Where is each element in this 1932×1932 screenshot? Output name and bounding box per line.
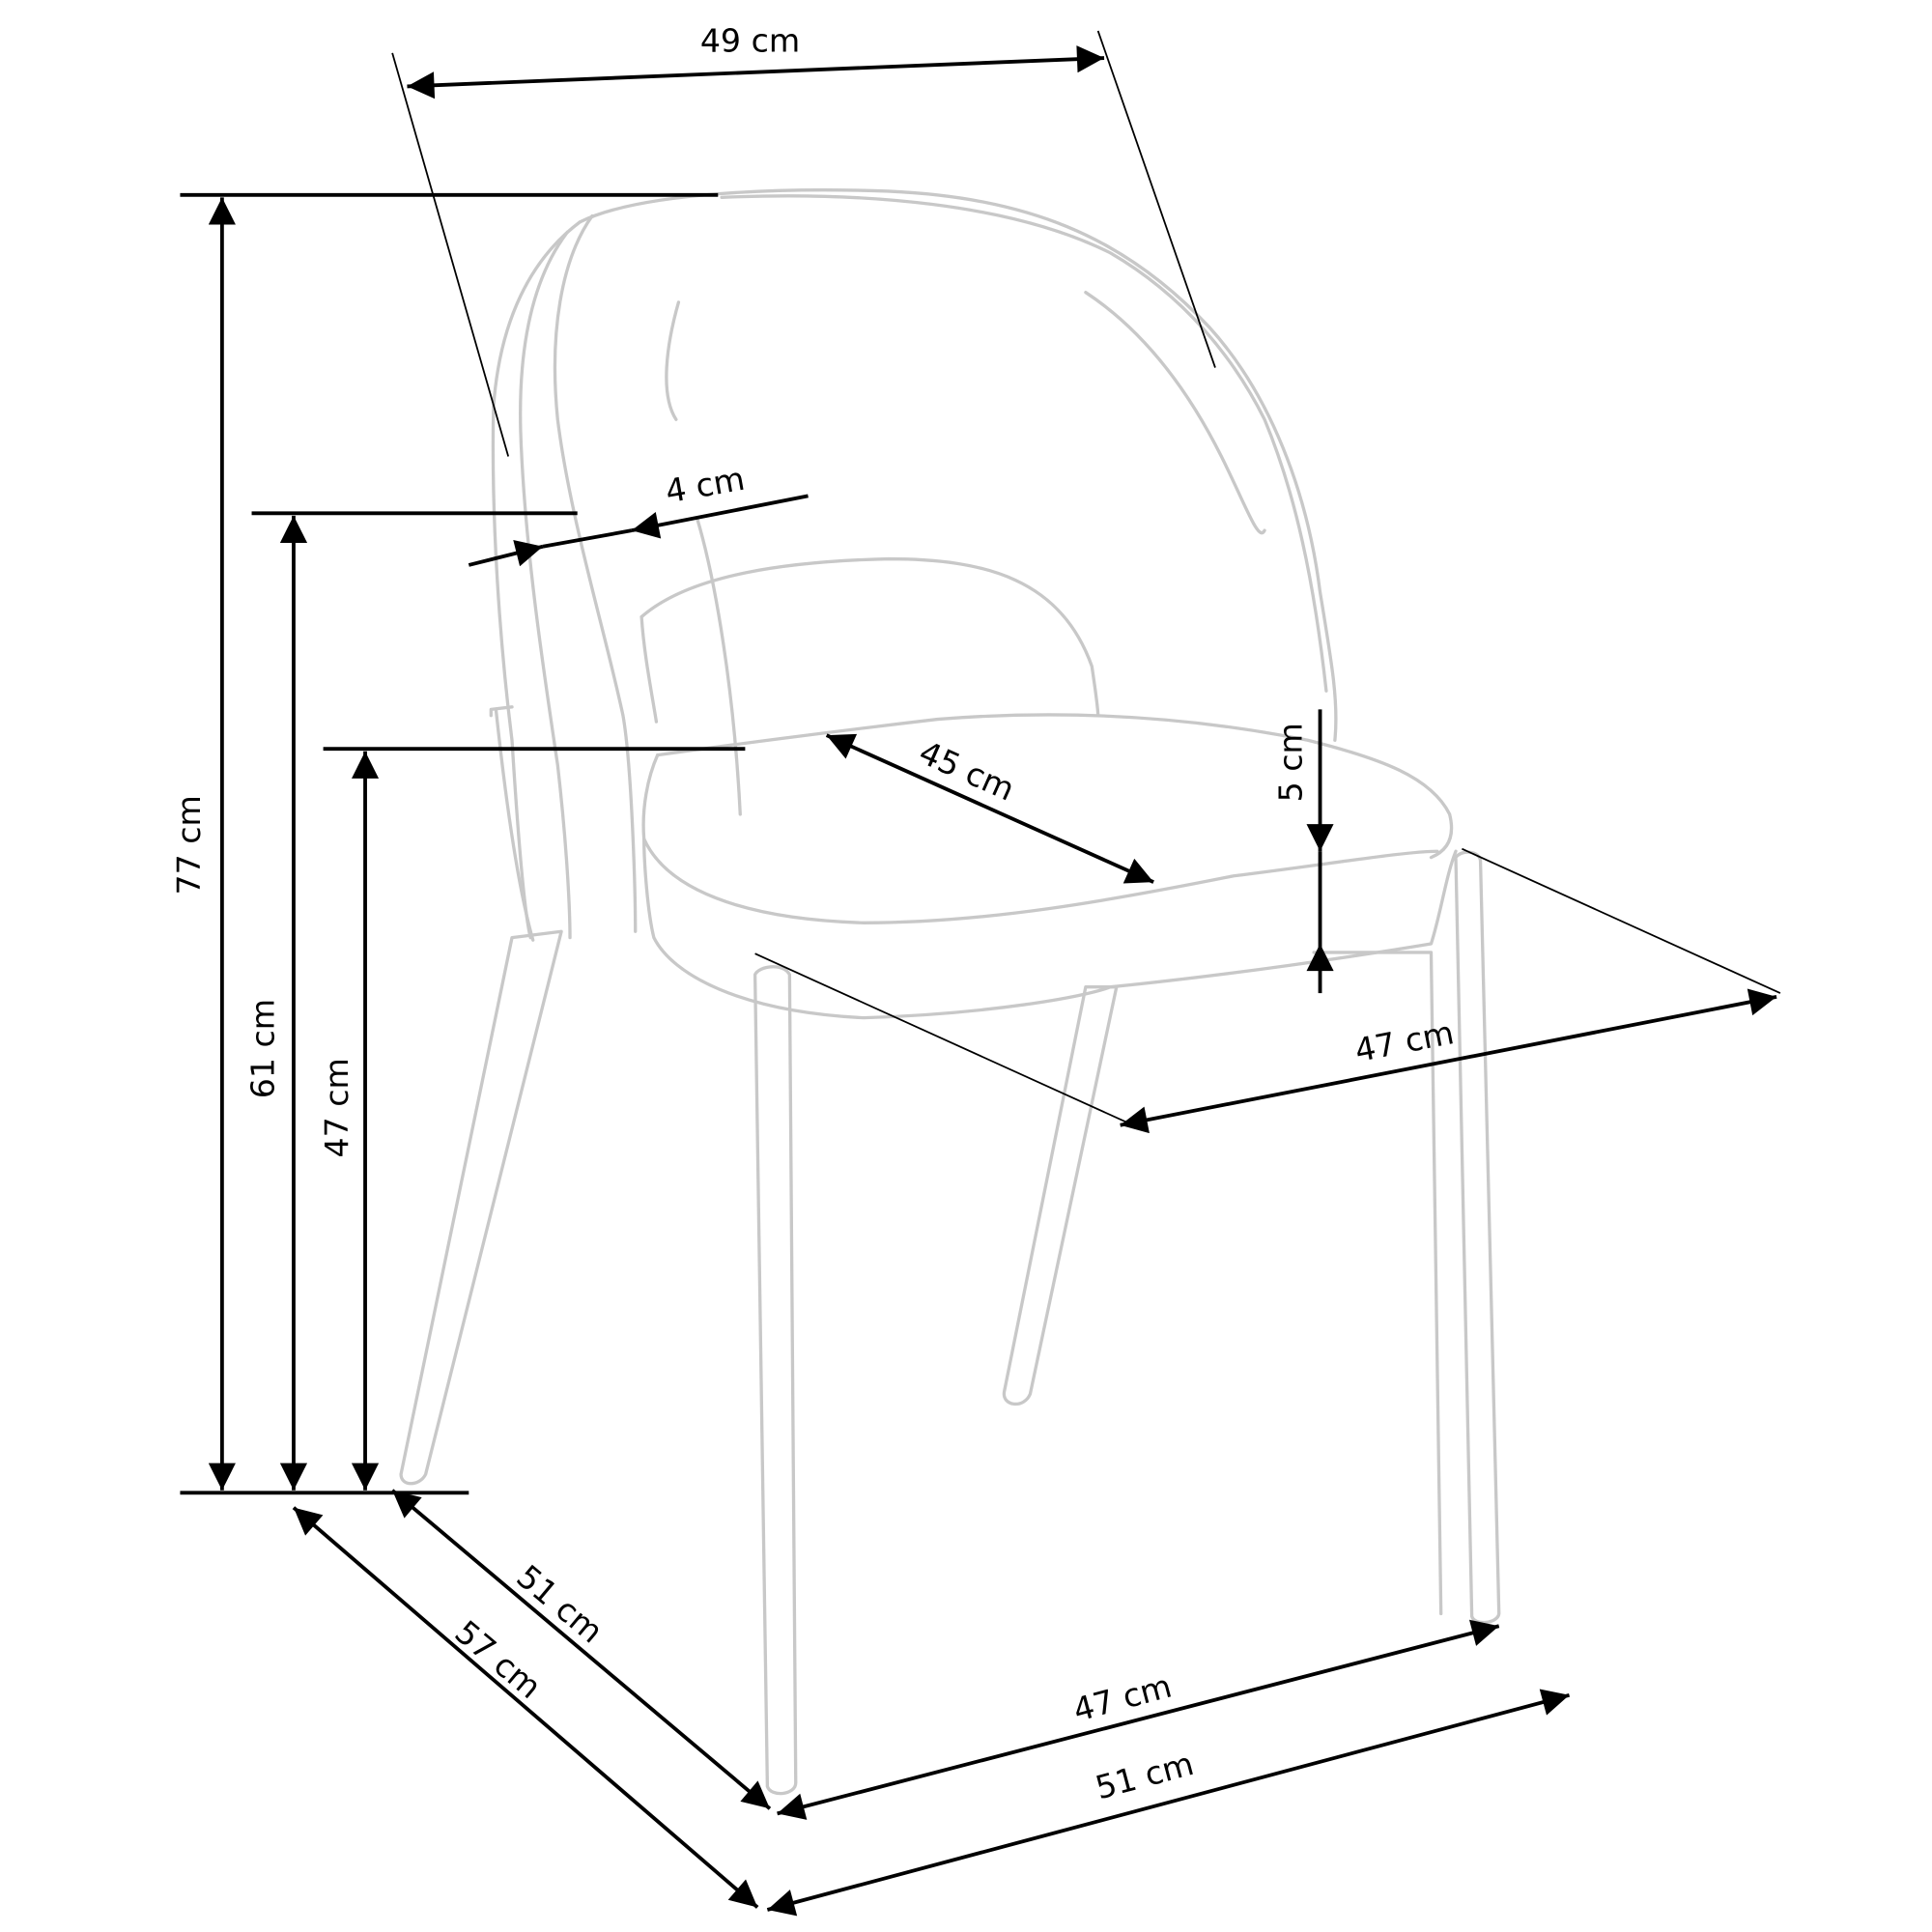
backrest-top-edge [720, 194, 1328, 693]
extension-line [391, 52, 510, 457]
dim-arrow-total-width [766, 1689, 1571, 1917]
dim-label-seat-height: 47 cm [318, 1058, 355, 1157]
backrest-inner-crease [665, 300, 681, 421]
dim-label-total-height: 77 cm [170, 795, 208, 895]
leg-front-left [753, 965, 798, 1796]
under-seat-rail [1312, 951, 1443, 1616]
dim-label-total-depth: 57 cm [448, 1613, 549, 1706]
dim-arrow-backrest-width [407, 45, 1105, 99]
dim-label-backrest-width: 49 cm [700, 22, 800, 60]
extension-line [1462, 847, 1781, 994]
seat-left-side [641, 753, 1113, 1020]
seat-right-side [1108, 849, 1458, 989]
dim-label-leg-width: 47 cm [1069, 1667, 1176, 1729]
dimension-annotations: 49 cm 77 cm 61 cm 47 cm 4 cm 45 cm 5 cm [170, 22, 1781, 1917]
leg-rear-left [399, 929, 563, 1486]
backrest-side-1 [491, 220, 582, 940]
dim-arrow-seat-depth [825, 733, 1154, 884]
backrest-outer [578, 188, 1338, 742]
dim-line-backrest-thickness-mid [542, 528, 633, 549]
dim-label-cushion-thickness: 5 cm [1271, 723, 1309, 802]
lumbar-opening [639, 556, 1100, 718]
dim-label-backrest-thickness: 4 cm [663, 460, 748, 511]
chair-outline [399, 188, 1501, 1796]
backrest-inner-arc [1084, 291, 1266, 535]
seat-front-lower [642, 837, 1439, 924]
rear-bracket [489, 705, 535, 942]
extension-line [1096, 30, 1216, 368]
backrest-front-crease [695, 516, 742, 816]
dim-line-backrest-thickness-left [468, 539, 544, 567]
extension-line [754, 952, 1142, 1130]
leg-front-right [1454, 850, 1501, 1625]
dim-label-61: 61 cm [244, 999, 282, 1098]
dim-arrow-leg-depth [390, 1489, 772, 1810]
dim-arrow-seat-width [1120, 988, 1777, 1134]
lumbar-left [639, 614, 659, 724]
seat-top [656, 713, 1454, 860]
dim-arrow-total-depth [292, 1506, 759, 1909]
backrest-side-2 [519, 230, 572, 940]
leg-rear-right [1002, 985, 1119, 1406]
backrest-side-3 [553, 213, 638, 933]
dim-line-backrest-thickness-right [631, 494, 809, 539]
